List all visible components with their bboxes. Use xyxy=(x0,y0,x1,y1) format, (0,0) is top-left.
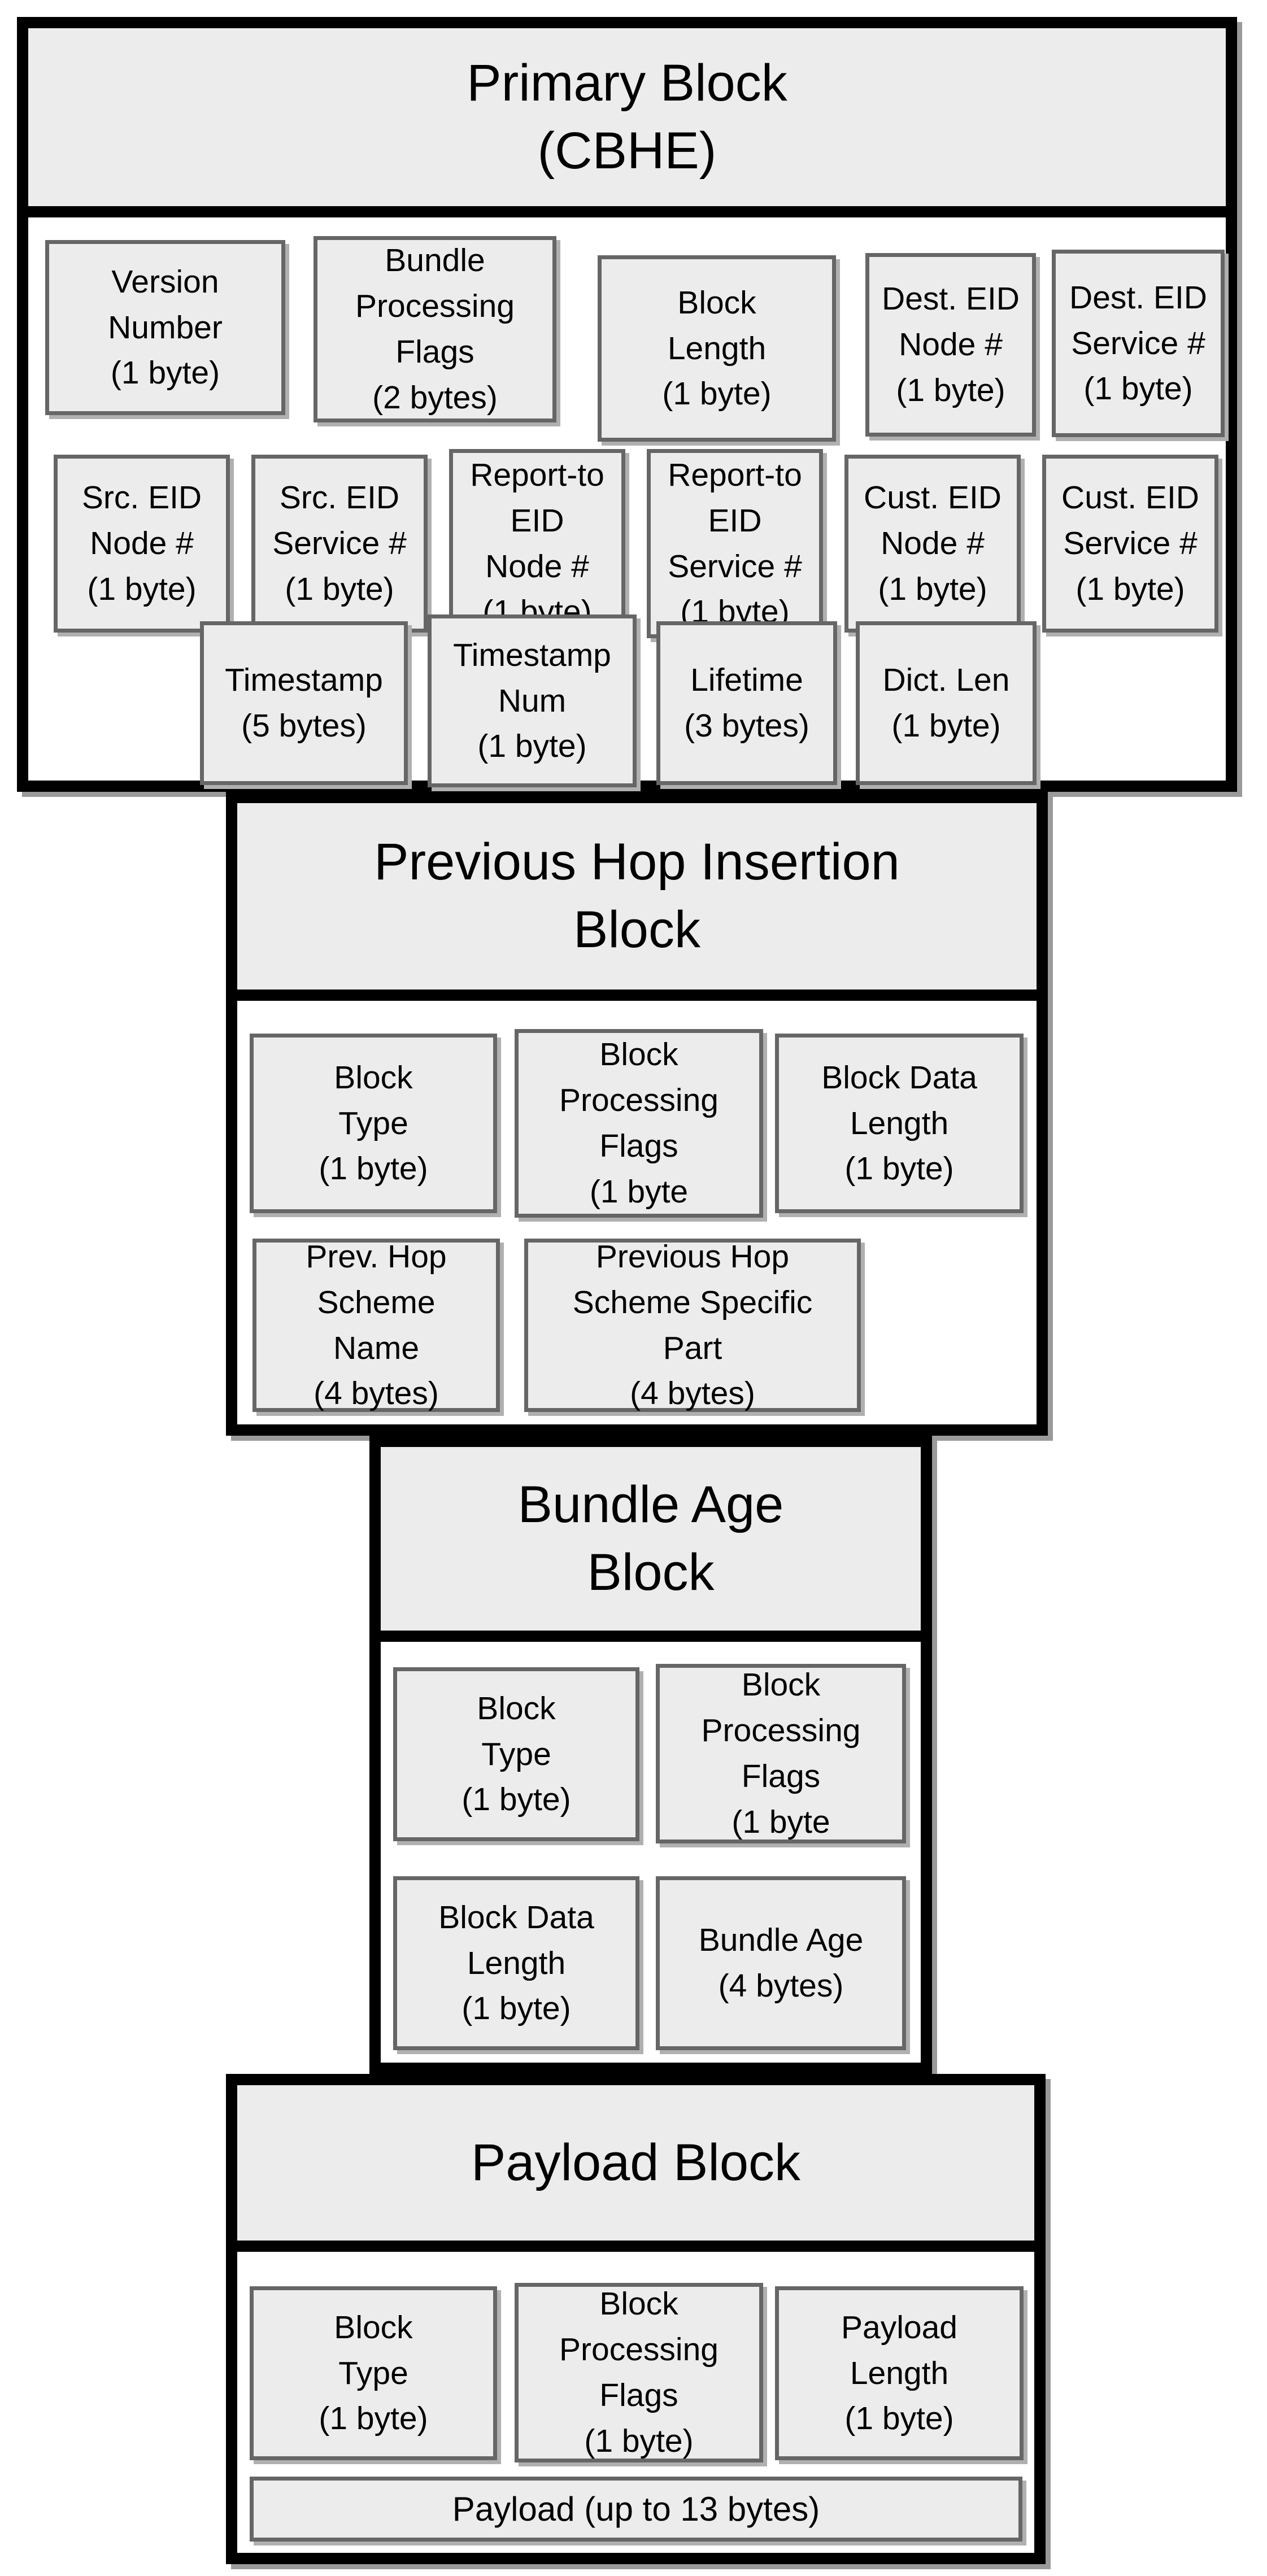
field-prev-hop-scheme-name: Prev. Hop Scheme Name (4 bytes) xyxy=(252,1239,500,1412)
field-bundle-age: Bundle Age (4 bytes) xyxy=(656,1876,906,2050)
field-age-block-processing-flags: Block Processing Flags (1 byte xyxy=(656,1664,906,1843)
field-payload-length: Payload Length (1 byte) xyxy=(775,2286,1024,2460)
field-src-eid-node: Src. EID Node # (1 byte) xyxy=(54,455,230,633)
field-payload-bar: Payload (up to 13 bytes) xyxy=(250,2477,1022,2542)
field-cust-eid-node: Cust. EID Node # (1 byte) xyxy=(844,455,1021,633)
field-previous-hop-scheme-specific-part: Previous Hop Scheme Specific Part (4 byt… xyxy=(524,1239,861,1412)
field-dest-eid-node: Dest. EID Node # (1 byte) xyxy=(865,253,1036,437)
field-report-to-eid-service: Report-to EID Service # (1 byte) xyxy=(647,449,823,638)
field-src-eid-service: Src. EID Service # (1 byte) xyxy=(251,455,428,633)
previous-hop-insertion-block-title: Previous Hop Insertion Block xyxy=(237,803,1037,1001)
field-phib-block-processing-flags: Block Processing Flags (1 byte xyxy=(515,1029,763,1218)
field-lifetime: Lifetime (3 bytes) xyxy=(656,621,837,785)
field-block-length: Block Length (1 byte) xyxy=(598,255,836,442)
field-payload-block-processing-flags: Block Processing Flags (1 byte) xyxy=(515,2283,763,2462)
field-dest-eid-service: Dest. EID Service # (1 byte) xyxy=(1052,250,1225,437)
field-payload-block-type: Block Type (1 byte) xyxy=(250,2286,497,2460)
payload-block-title: Payload Block xyxy=(237,2085,1034,2252)
field-age-block-type: Block Type (1 byte) xyxy=(393,1667,639,1841)
field-version-number: Version Number (1 byte) xyxy=(45,240,285,415)
field-report-to-eid-node: Report-to EID Node # (1 byte) xyxy=(449,449,625,638)
bundle-age-block-title: Bundle Age Block xyxy=(381,1447,921,1642)
field-timestamp: Timestamp (5 bytes) xyxy=(200,621,408,785)
field-timestamp-num: Timestamp Num (1 byte) xyxy=(428,614,637,787)
primary-block-title: Primary Block (CBHE) xyxy=(28,28,1226,217)
field-dict-len: Dict. Len (1 byte) xyxy=(856,621,1037,785)
field-bundle-processing-flags: Bundle Processing Flags (2 bytes) xyxy=(314,236,556,422)
field-phib-block-type: Block Type (1 byte) xyxy=(250,1034,497,1213)
field-age-block-data-length: Block Data Length (1 byte) xyxy=(393,1876,639,2050)
field-phib-block-data-length: Block Data Length (1 byte) xyxy=(775,1034,1024,1213)
field-cust-eid-service: Cust. EID Service # (1 byte) xyxy=(1042,455,1218,633)
